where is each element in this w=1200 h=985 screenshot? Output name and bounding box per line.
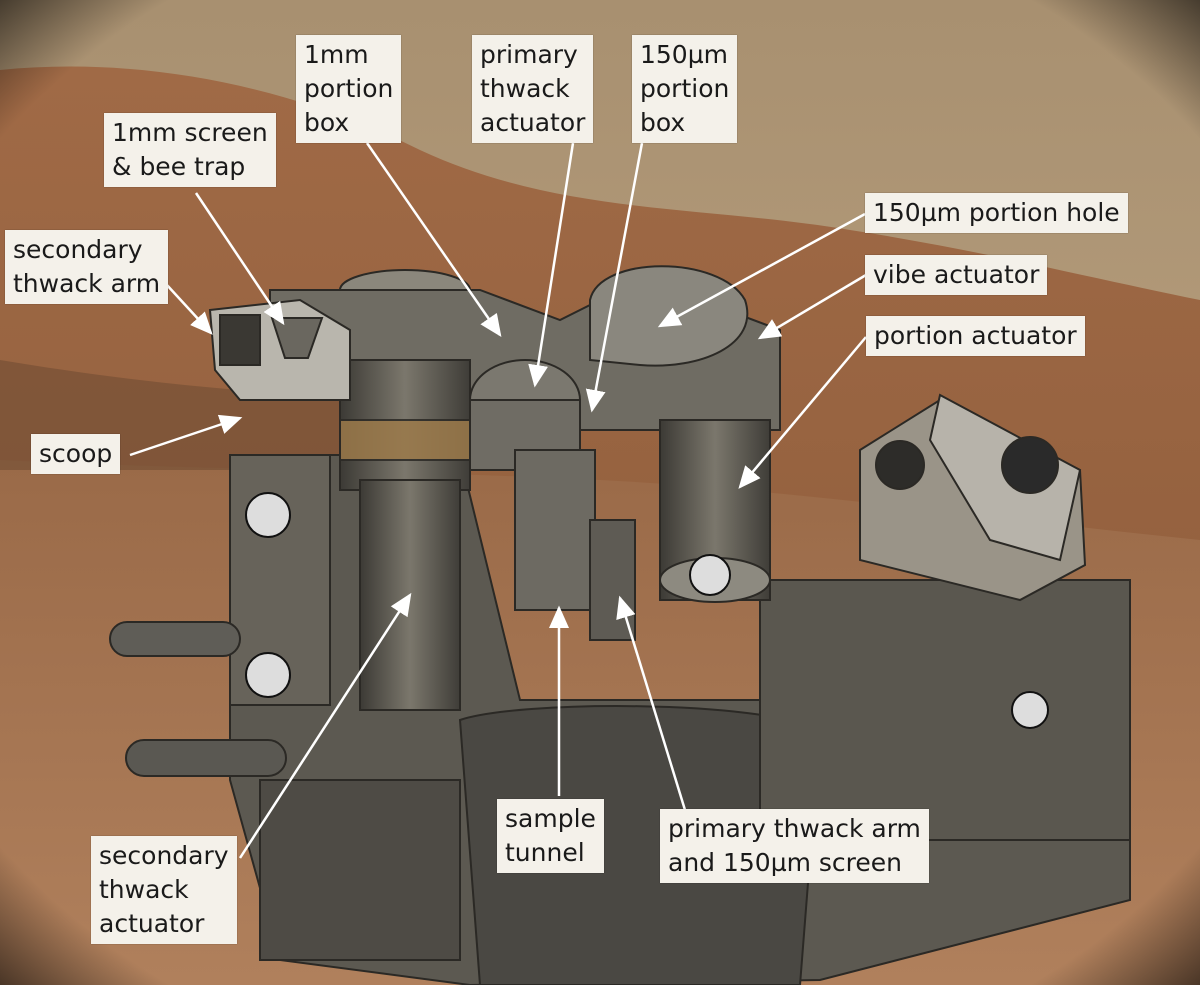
label-sample-tunnel: sample tunnel [497, 799, 604, 873]
label-secondary-thwack-arm: secondary thwack arm [5, 230, 169, 304]
label-1mm-portion-box: 1mm portion box [296, 35, 402, 143]
label-portion-actuator: portion actuator [866, 316, 1085, 356]
label-150um-portion-hole: 150µm portion hole [865, 193, 1128, 233]
label-primary-thwack-arm-150um-screen: primary thwack arm and 150µm screen [660, 809, 929, 883]
label-1mm-screen-bee-trap: 1mm screen & bee trap [104, 113, 276, 187]
label-secondary-thwack-actuator: secondary thwack actuator [91, 836, 237, 944]
label-primary-thwack-actuator: primary thwack actuator [472, 35, 594, 143]
label-scoop: scoop [31, 434, 121, 474]
label-vibe-actuator: vibe actuator [865, 255, 1048, 295]
label-150um-portion-box: 150µm portion box [632, 35, 738, 143]
